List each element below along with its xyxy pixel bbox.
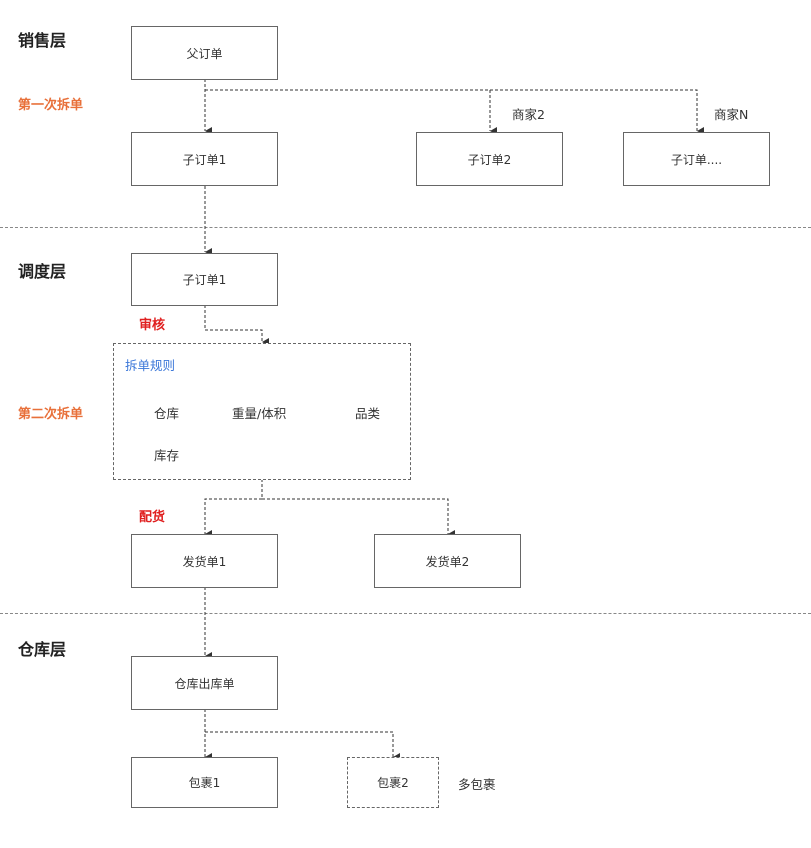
split-rule-warehouse: 仓库 [154,406,180,421]
edge-rules-to-ship2 [262,498,455,538]
divider-sales-dispatch [0,227,811,228]
split-rule-category: 品类 [355,406,381,421]
layer-label-sales: 销售层 [18,31,67,50]
split-rules-title: 拆单规则 [125,358,176,373]
split-rule-inventory: 库存 [154,448,180,463]
split-rule-weight-volume: 重量/体积 [232,406,287,421]
edge-parent-to-sub2 [205,89,497,135]
layer-label-dispatch: 调度层 [18,262,67,281]
node-sub-order-2: 子订单2 [416,132,563,186]
split-rules-panel [113,343,411,480]
edge-parent-to-subn [490,89,704,135]
node-ship-order-2: 发货单2 [374,534,521,588]
step-label-second-split: 第二次拆单 [18,407,84,422]
node-sub-order-n: 子订单.... [623,132,770,186]
node-parent-order: 父订单 [131,26,278,80]
edge-rules-to-ship1 [204,479,263,538]
edge-warehouse-to-pkg2 [205,731,400,761]
node-package-2: 包裹2 [347,757,439,808]
node-warehouse-out-order: 仓库出库单 [131,656,278,710]
step-label-allocate: 配货 [139,510,166,525]
step-label-audit: 审核 [139,318,166,333]
edge-dispatch-to-rules [204,305,269,346]
step-label-first-split: 第一次拆单 [18,98,84,113]
node-ship-order-1: 发货单1 [131,534,278,588]
node-sub-order-1-dispatch: 子订单1 [131,253,278,306]
edge-label-merchant-2: 商家2 [512,107,545,122]
divider-dispatch-warehouse [0,613,811,614]
edge-label-merchant-n: 商家N [714,107,749,122]
label-multi-package: 多包裹 [458,777,496,792]
layer-label-warehouse: 仓库层 [18,640,67,659]
node-sub-order-1: 子订单1 [131,132,278,186]
node-package-1: 包裹1 [131,757,278,808]
